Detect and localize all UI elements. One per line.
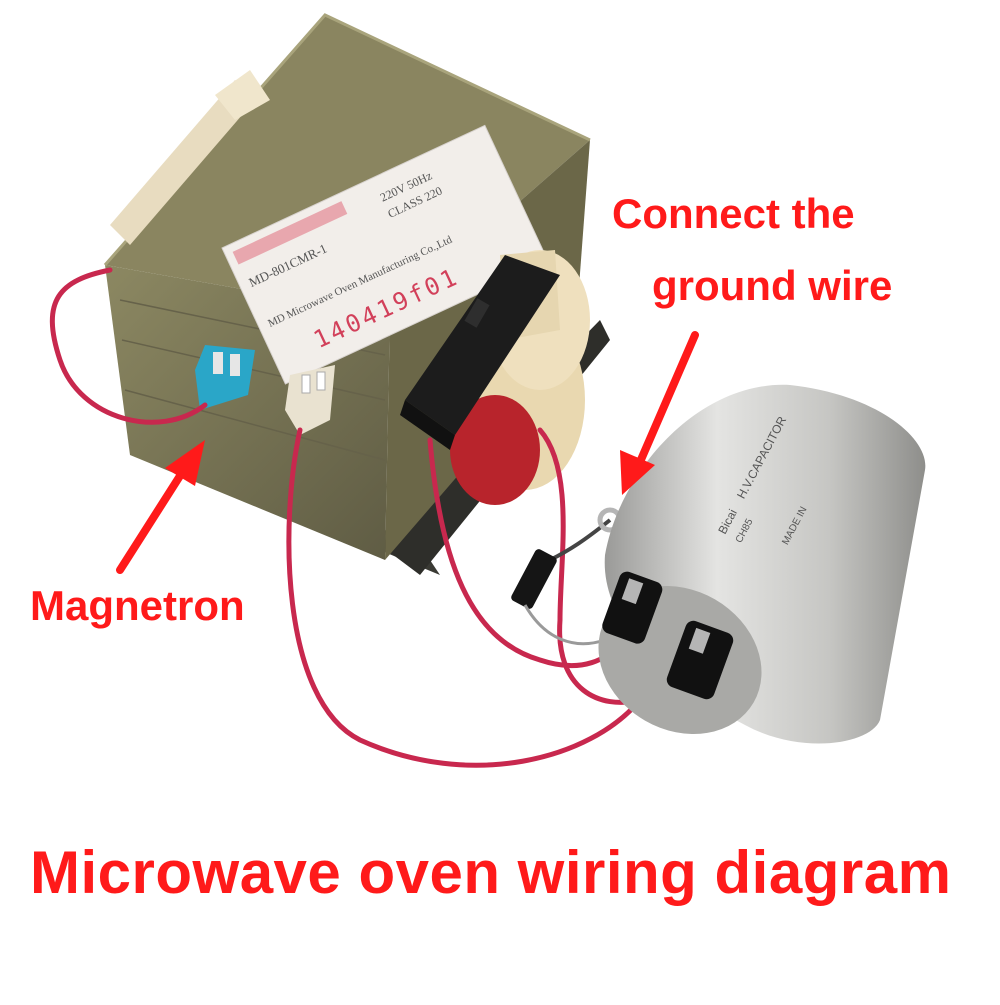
- caption-title: Microwave oven wiring diagram: [30, 839, 952, 906]
- hv-terminal-block: [400, 255, 560, 450]
- white-connector: [285, 365, 335, 435]
- ground-annotation-line1: Connect the: [612, 190, 855, 237]
- hv-diode: [511, 549, 606, 646]
- magnetron-annotation: Magnetron: [30, 582, 245, 629]
- blue-connector: [195, 345, 255, 410]
- ground-annotation-line2: ground wire: [652, 262, 893, 309]
- hv-capacitor: Bicai H.V.CAPACITOR CH85 MADE IN: [598, 384, 926, 744]
- arrow-to-magnetron: [116, 440, 205, 574]
- arrow-to-ground-lug: [620, 331, 699, 495]
